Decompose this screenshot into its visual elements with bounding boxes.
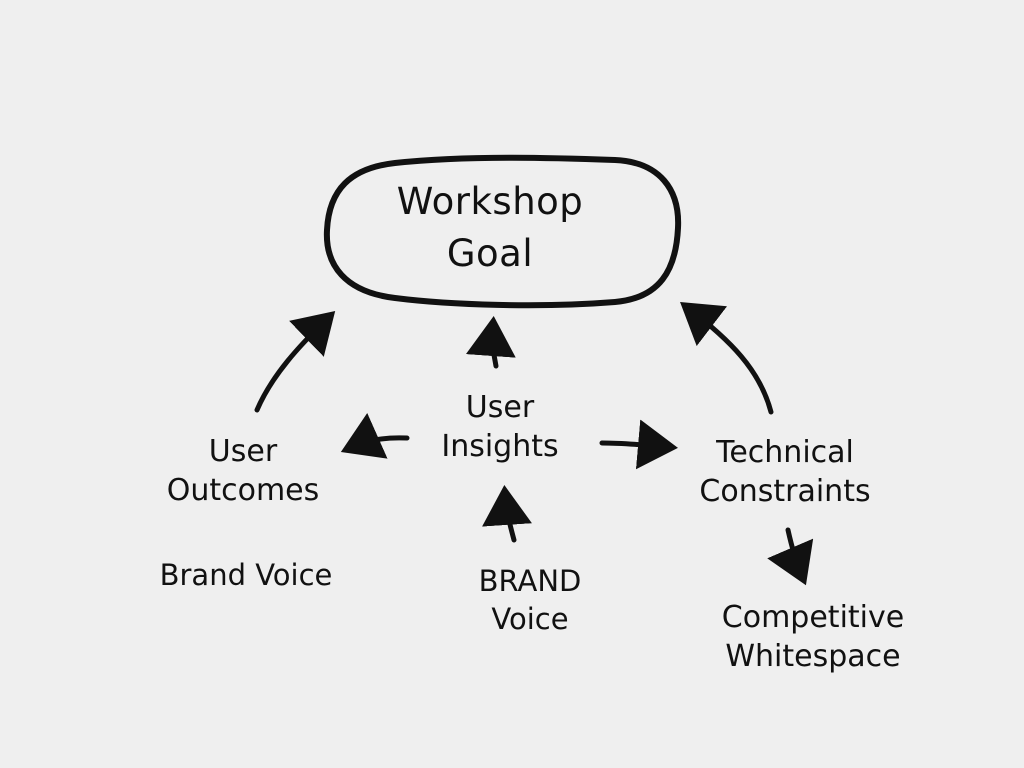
arrow-technical-to-competitive [767, 527, 814, 586]
competitive-line1: Competitive [721, 600, 905, 635]
user-outcomes-line1: User [208, 434, 278, 469]
technical-line2: Constraints [699, 474, 871, 509]
arrow-brand-to-insights [482, 485, 532, 543]
user-insights-line1: User [465, 390, 535, 425]
brand-voice-center-line1: BRAND [478, 564, 582, 598]
arrow-insights-to-goal [465, 316, 516, 369]
arrow-technical-to-goal [680, 301, 774, 415]
goal-line1: Workshop [396, 180, 584, 223]
brand-voice-center-node: BRAND Voice [479, 563, 582, 638]
goal-line2: Goal [446, 231, 534, 275]
competitive-line2: Whitespace [725, 639, 901, 674]
brand-voice-left-label: Brand Voice [159, 558, 333, 592]
brand-voice-center-line2: Voice [491, 601, 569, 636]
user-outcomes-node: User Outcomes [167, 432, 320, 510]
user-outcomes-line2: Outcomes [166, 473, 320, 508]
technical-line1: Technical [716, 435, 854, 470]
brand-voice-left-node: Brand Voice [160, 557, 333, 595]
arrow-insights-to-outcomes [340, 412, 410, 459]
goal-pill-shape [323, 154, 682, 309]
technical-constraints-node: Technical Constraints [699, 433, 870, 511]
arrow-insights-to-technical [599, 419, 678, 470]
user-insights-node: User Insights [441, 388, 558, 466]
workshop-goal-node: Workshop Goal [397, 176, 584, 280]
arrow-outcomes-to-goal [254, 311, 336, 413]
user-insights-line2: Insights [441, 429, 559, 464]
competitive-whitespace-node: Competitive Whitespace [722, 598, 904, 676]
